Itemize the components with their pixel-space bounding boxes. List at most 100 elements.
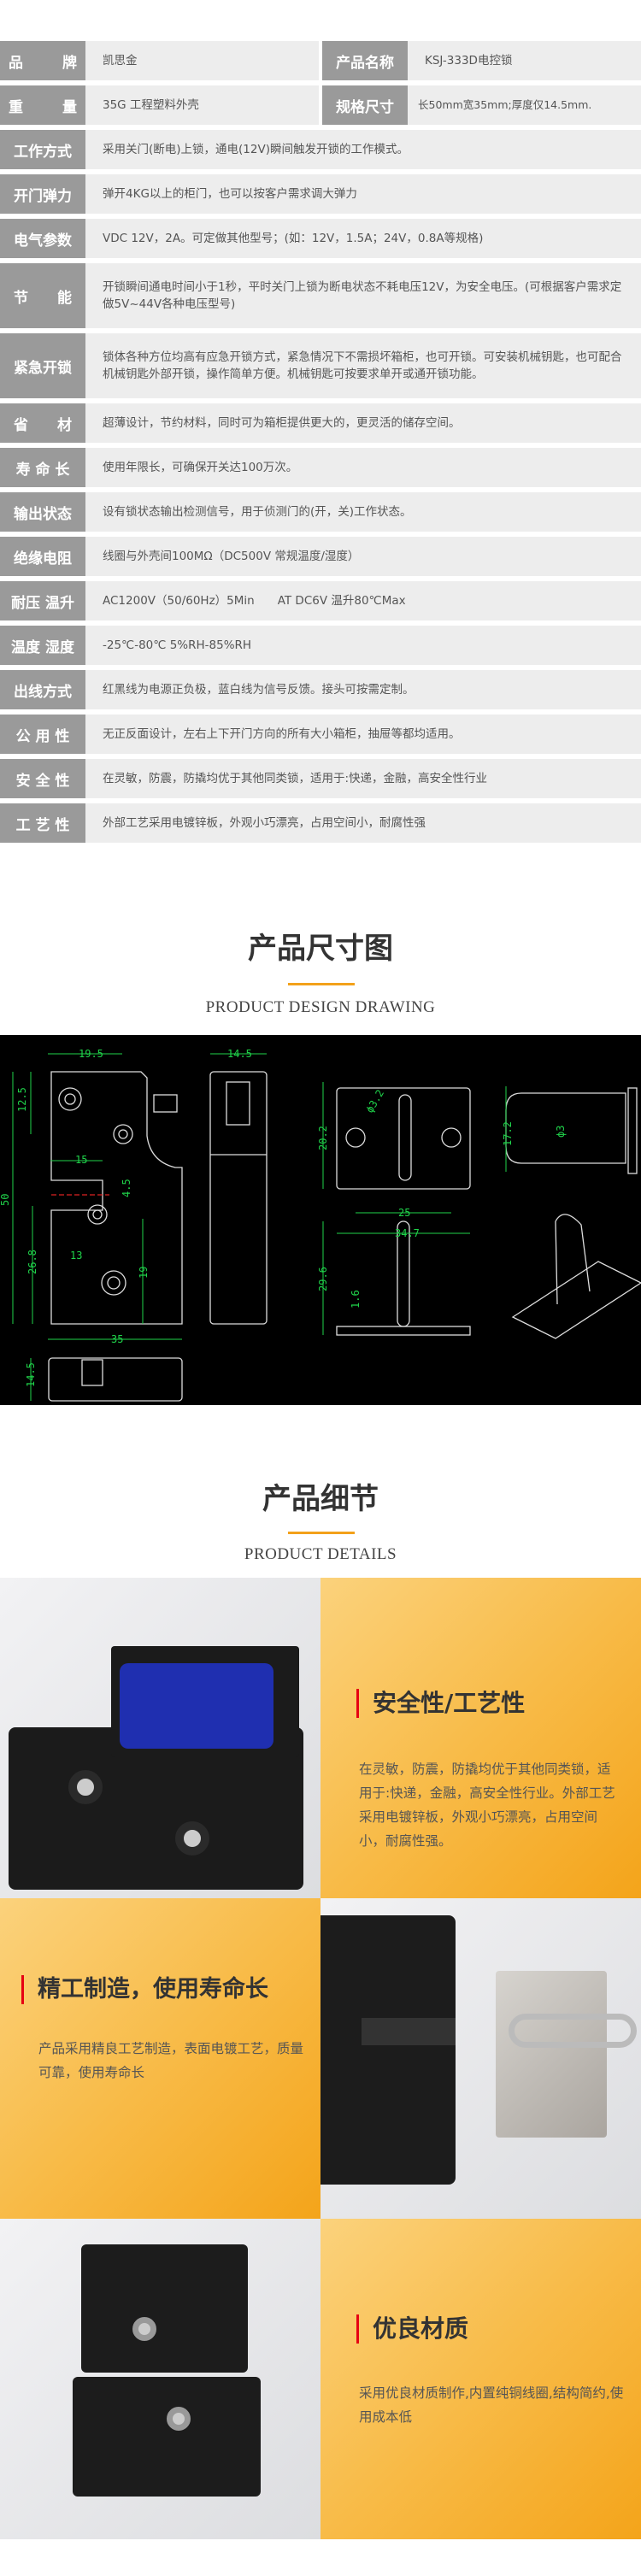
label-char: 牌 bbox=[62, 54, 77, 72]
spec-row: 出线方式红黑线为电源正负极，蓝白线为信号反馈。接头可按需定制。 bbox=[0, 670, 641, 709]
spec-row: 节 能开锁瞬间通电时间小于1秒，平时关门上锁为断电状态不耗电压12V，为安全电压… bbox=[0, 263, 641, 328]
label-char: 重 bbox=[9, 98, 23, 116]
spec-row: 寿 命 长使用年限长，可确保开关达100万次。 bbox=[0, 448, 641, 487]
spec-label: 温度 湿度 bbox=[0, 626, 85, 665]
feature-title: 精工制造，使用寿命长 bbox=[21, 1975, 268, 2004]
spec-row: 输出状态设有锁状态输出检测信号，用于侦测门的(开，关)工作状态。 bbox=[0, 492, 641, 532]
spec-value: 设有锁状态输出检测信号，用于侦测门的(开，关)工作状态。 bbox=[85, 492, 641, 532]
spec-row: 工作方式采用关门(断电)上锁，通电(12V)瞬间触发开锁的工作模式。 bbox=[0, 130, 641, 169]
dim-label: 12.5 bbox=[16, 1087, 28, 1112]
spec-value: 线圈与外壳间100MΩ（DC500V 常规温度/湿度） bbox=[85, 537, 641, 576]
spec-value: 外部工艺采用电镀锌板，外观小巧漂亮，占用空间小，耐腐性强 bbox=[85, 803, 641, 843]
dim-label: 29.6 bbox=[317, 1267, 329, 1291]
feature-panel: 优良材质 采用优良材质制作,内置纯铜线圈,结构简约,使用成本低 bbox=[320, 2219, 641, 2539]
product-photo-internal bbox=[0, 1578, 320, 1898]
spec-row: 公 用 性无正反面设计，左右上下开门方向的所有大小箱柜，抽屉等都均适用。 bbox=[0, 715, 641, 754]
title-divider bbox=[288, 983, 355, 985]
spec-row: 省 材超薄设计，节约材料，同时可为箱柜提供更大的，更灵活的储存空间。 bbox=[0, 403, 641, 443]
spec-label: 公 用 性 bbox=[0, 715, 85, 754]
dim-label: ϕ3 bbox=[555, 1126, 567, 1138]
spec-value: 采用关门(断电)上锁，通电(12V)瞬间触发开锁的工作模式。 bbox=[85, 130, 641, 169]
feature-text: 产品采用精良工艺制造，表面电镀工艺，质量可靠，使用寿命长 bbox=[38, 2041, 304, 2080]
spec-row: 安 全 性在灵敏，防震，防撬均优于其他同类锁，适用于:快递，金融，高安全性行业 bbox=[0, 759, 641, 798]
spec-label: 产品名称 bbox=[322, 41, 408, 80]
details-subtitle: PRODUCT DETAILS bbox=[244, 1545, 397, 1563]
spec-value: 凯思金 bbox=[85, 41, 319, 80]
spec-value: 使用年限长，可确保开关达100万次。 bbox=[85, 448, 641, 487]
feature-title: 优良材质 bbox=[356, 2314, 468, 2344]
strike-plate-iso bbox=[511, 1214, 641, 1339]
dim-label: 17.2 bbox=[502, 1121, 514, 1146]
spec-value: KSJ-333D电控锁 bbox=[408, 41, 641, 80]
spec-label: 开门弹力 bbox=[0, 174, 85, 214]
spec-value: AC1200V（50/60Hz）5Min AT DC6V 温升80℃Max bbox=[85, 581, 641, 620]
strike-plate-top bbox=[336, 1087, 471, 1190]
feature-panel: 精工制造，使用寿命长 产品采用精良工艺制造，表面电镀工艺，质量可靠，使用寿命长 bbox=[0, 1898, 320, 2219]
dim-label: 34.7 bbox=[395, 1227, 420, 1239]
spec-label: 工作方式 bbox=[0, 130, 85, 169]
spec-label: 节 能 bbox=[0, 263, 85, 328]
spec-label: 规格尺寸 bbox=[322, 85, 408, 125]
drawing-subtitle: PRODUCT DESIGN DRAWING bbox=[205, 998, 436, 1016]
dim-label: ϕ3.2 bbox=[363, 1087, 386, 1115]
spec-value: -25℃-80℃ 5%RH-85%RH bbox=[85, 626, 641, 665]
spec-label: 寿 命 长 bbox=[0, 448, 85, 487]
dim-label: 35 bbox=[111, 1333, 123, 1345]
dim-label: 25 bbox=[398, 1207, 410, 1219]
spec-label: 输出状态 bbox=[0, 492, 85, 532]
dim-label: 50 bbox=[0, 1194, 11, 1206]
spec-row: 绝缘电阻线圈与外壳间100MΩ（DC500V 常规温度/湿度） bbox=[0, 537, 641, 576]
dim-label: 14.5 bbox=[227, 1048, 252, 1060]
dim-label: 15 bbox=[75, 1154, 87, 1166]
dim-label: 19.5 bbox=[79, 1048, 103, 1060]
spec-label: 出线方式 bbox=[0, 670, 85, 709]
spec-label: 重量 bbox=[0, 85, 85, 125]
spec-value: 35G 工程塑料外壳 bbox=[85, 85, 319, 125]
spec-row: 开门弹力弹开4KG以上的柜门，也可以按客户需求调大弹力 bbox=[0, 174, 641, 214]
spec-value: 锁体各种方位均高有应急开锁方式，紧急情况下不需损坏箱柜，也可开锁。可安装机械钥匙… bbox=[85, 333, 641, 398]
spec-row: 温度 湿度-25℃-80℃ 5%RH-85%RH bbox=[0, 626, 641, 665]
lock-bottom-view bbox=[48, 1357, 183, 1402]
spec-label: 品牌 bbox=[0, 41, 85, 80]
dim-label: 26.8 bbox=[26, 1250, 38, 1274]
spec-value: 超薄设计，节约材料，同时可为箱柜提供更大的，更灵活的储存空间。 bbox=[85, 403, 641, 443]
product-photo-strike bbox=[320, 1898, 641, 2219]
strike-plate-front bbox=[336, 1220, 471, 1336]
label-char: 品 bbox=[9, 54, 23, 72]
dim-label: 14.5 bbox=[25, 1362, 37, 1387]
spec-value: 在灵敏，防震，防撬均优于其他同类锁，适用于:快递，金融，高安全性行业 bbox=[85, 759, 641, 798]
drawing-title: 产品尺寸图 bbox=[248, 932, 393, 966]
strike-plate-side bbox=[505, 1087, 638, 1174]
spec-row: 工 艺 性外部工艺采用电镀锌板，外观小巧漂亮，占用空间小，耐腐性强 bbox=[0, 803, 641, 843]
dim-label: 20.2 bbox=[317, 1126, 329, 1150]
spec-row: 紧急开锁锁体各种方位均高有应急开锁方式，紧急情况下不需损坏箱柜，也可开锁。可安装… bbox=[0, 333, 641, 398]
lock-side-view bbox=[209, 1071, 268, 1325]
feature-panel: 安全性/工艺性 在灵敏，防震，防撬均优于其他同类锁，适用于:快递，金融，高安全性… bbox=[320, 1578, 641, 1898]
lock-front-view bbox=[50, 1071, 183, 1325]
spec-label: 电气参数 bbox=[0, 219, 85, 258]
details-title: 产品细节 bbox=[262, 1482, 379, 1516]
dim-label: 1.6 bbox=[350, 1290, 362, 1309]
spec-label: 工 艺 性 bbox=[0, 803, 85, 843]
title-divider bbox=[288, 1532, 355, 1534]
spec-value: 红黑线为电源正负极，蓝白线为信号反馈。接头可按需定制。 bbox=[85, 670, 641, 709]
feature-text: 采用优良材质制作,内置纯铜线圈,结构简约,使用成本低 bbox=[359, 2385, 624, 2425]
spec-value: 无正反面设计，左右上下开门方向的所有大小箱柜，抽屉等都均适用。 bbox=[85, 715, 641, 754]
dim-label: 19 bbox=[138, 1267, 150, 1279]
dimension-drawing: 19.5 14.5 12.5 50 15 4.5 26.8 13 19 35 1… bbox=[0, 1035, 641, 1405]
spec-value: 长50mm宽35mm;厚度仅14.5mm. bbox=[408, 85, 641, 125]
spec-label: 安 全 性 bbox=[0, 759, 85, 798]
spec-label: 紧急开锁 bbox=[0, 333, 85, 398]
spec-value: 开锁瞬间通电时间小于1秒，平时关门上锁为断电状态不耗电压12V，为安全电压。(可… bbox=[85, 263, 641, 328]
feature-title: 安全性/工艺性 bbox=[356, 1689, 525, 1718]
product-photo-lock bbox=[0, 2219, 320, 2539]
spec-label: 省 材 bbox=[0, 403, 85, 443]
spec-value: VDC 12V，2A。可定做其他型号；(如：12V，1.5A；24V，0.8A等… bbox=[85, 219, 641, 258]
dim-label: 13 bbox=[70, 1250, 82, 1262]
spec-label: 绝缘电阻 bbox=[0, 537, 85, 576]
